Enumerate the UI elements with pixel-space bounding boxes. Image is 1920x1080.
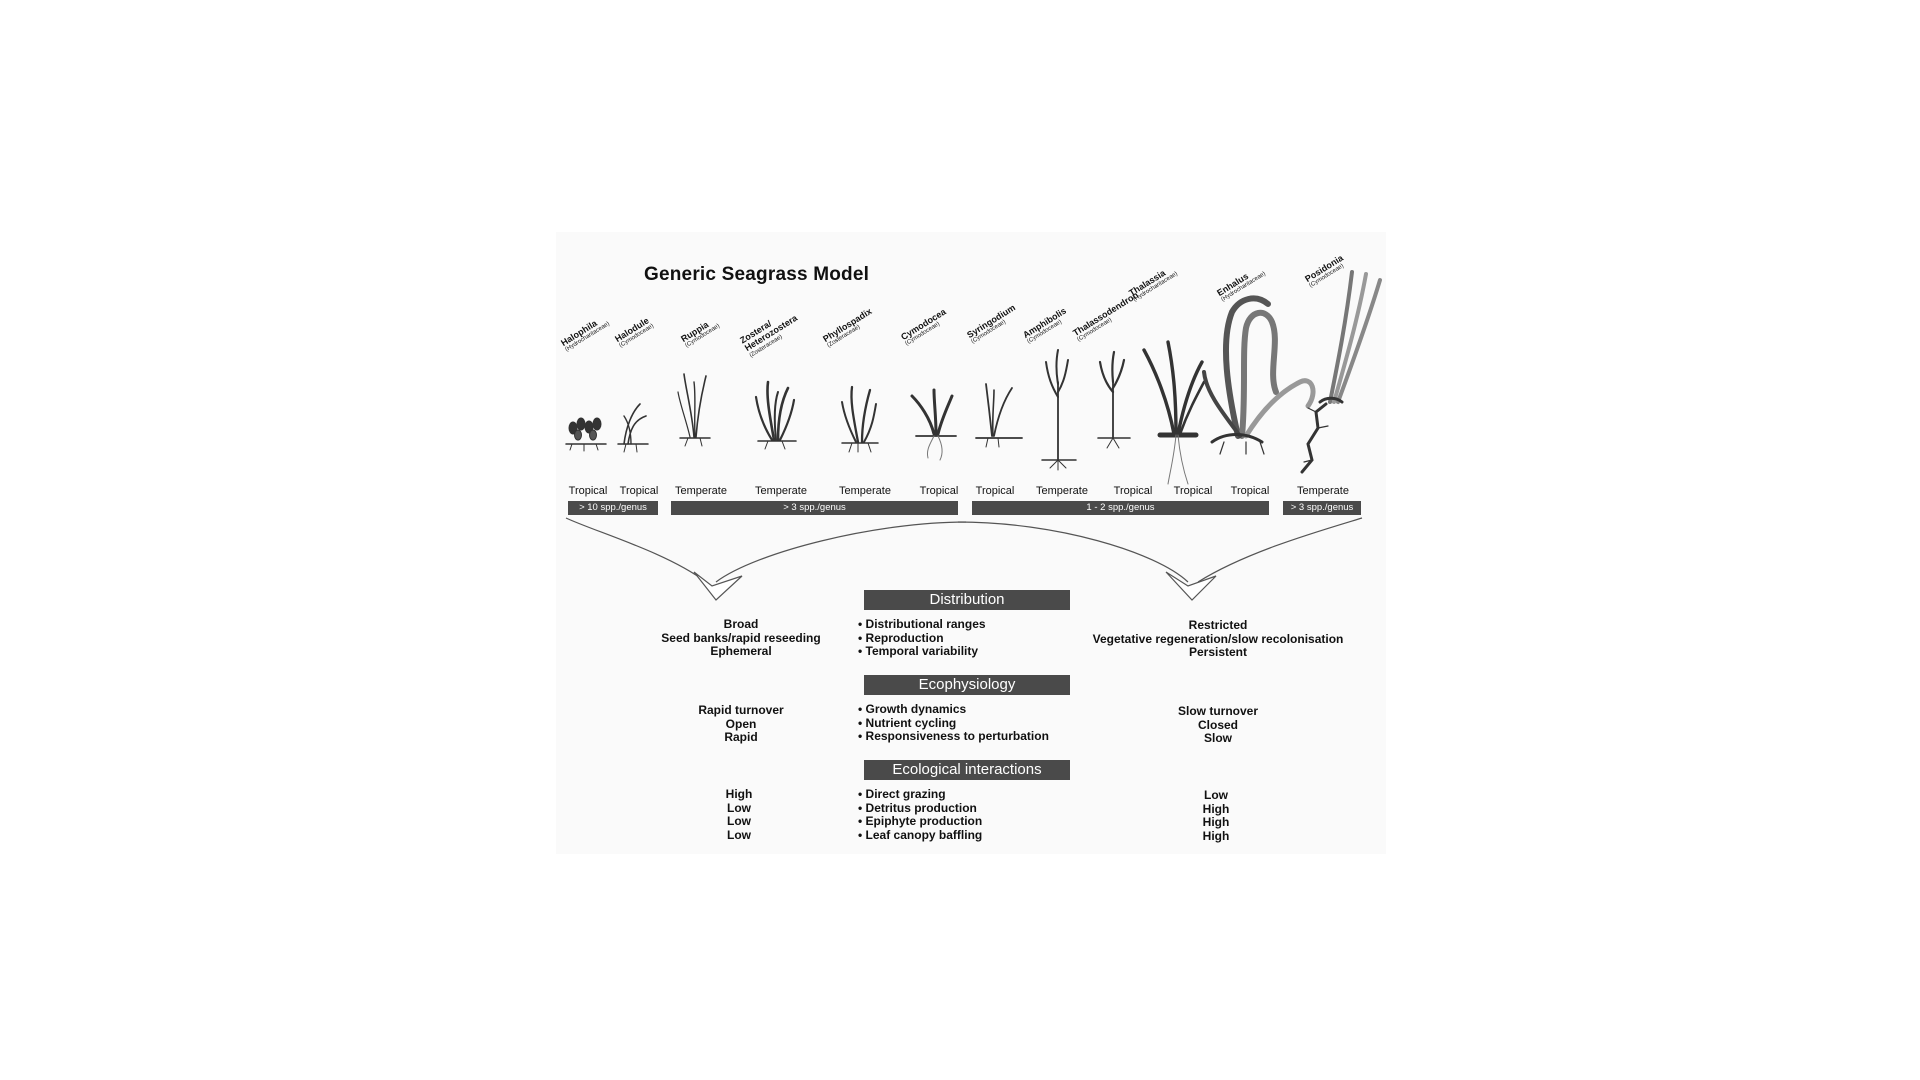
ecological-right-text: High — [1202, 828, 1230, 843]
climate-label-thalassodendron: Tropical — [1113, 485, 1153, 497]
climate-label-amphibolis: Temperate — [1036, 485, 1088, 497]
distribution-right-text: Vegetative regeneration/slow recolonisat… — [1092, 631, 1344, 646]
ecological-criterion: Detritus production — [858, 801, 982, 816]
climate-label-thalassia: Tropical — [1173, 485, 1213, 497]
ecophysiology-left-text: Open — [725, 716, 757, 731]
posidonia-plant — [1300, 270, 1382, 474]
ecological-criterion: Epiphyte production — [858, 815, 983, 829]
ecological-right-text: Low — [1203, 788, 1228, 802]
flow-arrows — [565, 517, 1363, 583]
distribution-left-text: Ephemeral — [710, 644, 772, 659]
climate-label-posidonia: Temperate — [1297, 485, 1349, 497]
climate-label-enhalus: Tropical — [1230, 485, 1270, 497]
halophila-plant — [565, 417, 607, 452]
right-arrow-head — [1165, 571, 1217, 601]
distribution-criteria-list: Distributional ranges Reproduction Tempo… — [858, 617, 986, 659]
seagrass-model-figure: Generic Seagrass Model Halophila(Hydroch… — [556, 232, 1386, 854]
distribution-criterion: Temporal variability — [858, 645, 986, 659]
halodule-plant — [617, 403, 649, 453]
ecological-left-text: Low — [726, 827, 751, 842]
section-header-ecophysiology: Ecophysiology — [864, 675, 1070, 695]
climate-label-halodule: Tropical — [619, 485, 659, 497]
distribution-left-text: Broad — [723, 617, 759, 631]
ecological-criterion: Direct grazing — [858, 787, 982, 802]
climate-label-ruppia: Temperate — [675, 485, 727, 497]
left-arrow-head — [693, 571, 743, 601]
ecophysiology-criteria-list: Growth dynamics Nutrient cycling Respons… — [858, 702, 1049, 744]
ecophysiology-criterion: Responsiveness to perturbation — [858, 730, 1049, 744]
climate-label-halophila: Tropical — [568, 485, 608, 497]
ecophysiology-right-text: Slow — [1203, 731, 1233, 746]
ecological-criterion: Leaf canopy baffling — [858, 828, 983, 843]
ecological-left-text: High — [725, 787, 753, 801]
distribution-criterion: Reproduction — [858, 631, 986, 646]
amphibolis-plant — [1041, 349, 1077, 471]
ecophysiology-right-text: Closed — [1197, 717, 1239, 732]
species-bar-3: 1 - 2 spp./genus — [972, 501, 1269, 515]
ecological-right-text: High — [1202, 815, 1230, 830]
thalassodendron-plant — [1097, 350, 1131, 449]
distribution-right-text: Restricted — [1188, 618, 1248, 632]
ecological-left-column: High Low Low Low — [725, 787, 753, 842]
ecological-left-text: Low — [726, 814, 751, 829]
climate-label-cymodocea: Tropical — [919, 485, 959, 497]
zostera-plant — [754, 380, 797, 450]
ruppia-plant — [677, 373, 711, 447]
distribution-right-column: Restricted Vegetative regeneration/slow … — [1092, 618, 1344, 660]
section-header-distribution: Distribution — [864, 590, 1070, 610]
climate-label-zostera: Temperate — [755, 485, 807, 497]
species-bar-2: > 3 spp./genus — [671, 501, 958, 515]
ecophysiology-right-column: Slow turnover Closed Slow — [1177, 704, 1259, 746]
ecophysiology-left-column: Rapid turnover Open Rapid — [698, 703, 784, 745]
ecological-right-text: High — [1202, 801, 1230, 816]
distribution-right-text: Persistent — [1188, 645, 1248, 660]
cymodocea-plant — [910, 388, 957, 461]
climate-label-phyllospadix: Temperate — [839, 485, 891, 497]
ecophysiology-right-text: Slow turnover — [1177, 704, 1259, 718]
ecological-right-column: Low High High High — [1202, 788, 1230, 843]
plant-illustrations — [565, 270, 1382, 601]
distribution-left-text: Seed banks/rapid reseeding — [661, 630, 821, 645]
ecophysiology-left-text: Rapid — [724, 730, 758, 745]
phyllospadix-plant — [841, 385, 879, 453]
ecophysiology-criterion: Growth dynamics — [858, 702, 1049, 717]
species-bar-4: > 3 spp./genus — [1283, 501, 1361, 515]
thalassia-plant — [1142, 340, 1206, 485]
species-bar-1: > 10 spp./genus — [568, 501, 658, 515]
ecological-left-text: Low — [726, 800, 751, 815]
section-header-ecological-interactions: Ecological interactions — [864, 760, 1070, 780]
enhalus-plant — [1202, 295, 1316, 455]
ecophysiology-criterion: Nutrient cycling — [858, 716, 1049, 731]
figure-title: Generic Seagrass Model — [644, 264, 870, 285]
distribution-left-column: Broad Seed banks/rapid reseeding Ephemer… — [661, 617, 821, 659]
distribution-criterion: Distributional ranges — [858, 617, 986, 632]
ecological-criteria-list: Direct grazing Detritus production Epiph… — [858, 787, 983, 843]
syringodium-plant — [975, 383, 1023, 448]
ecophysiology-left-text: Rapid turnover — [698, 703, 784, 717]
climate-label-syringodium: Tropical — [975, 485, 1015, 497]
